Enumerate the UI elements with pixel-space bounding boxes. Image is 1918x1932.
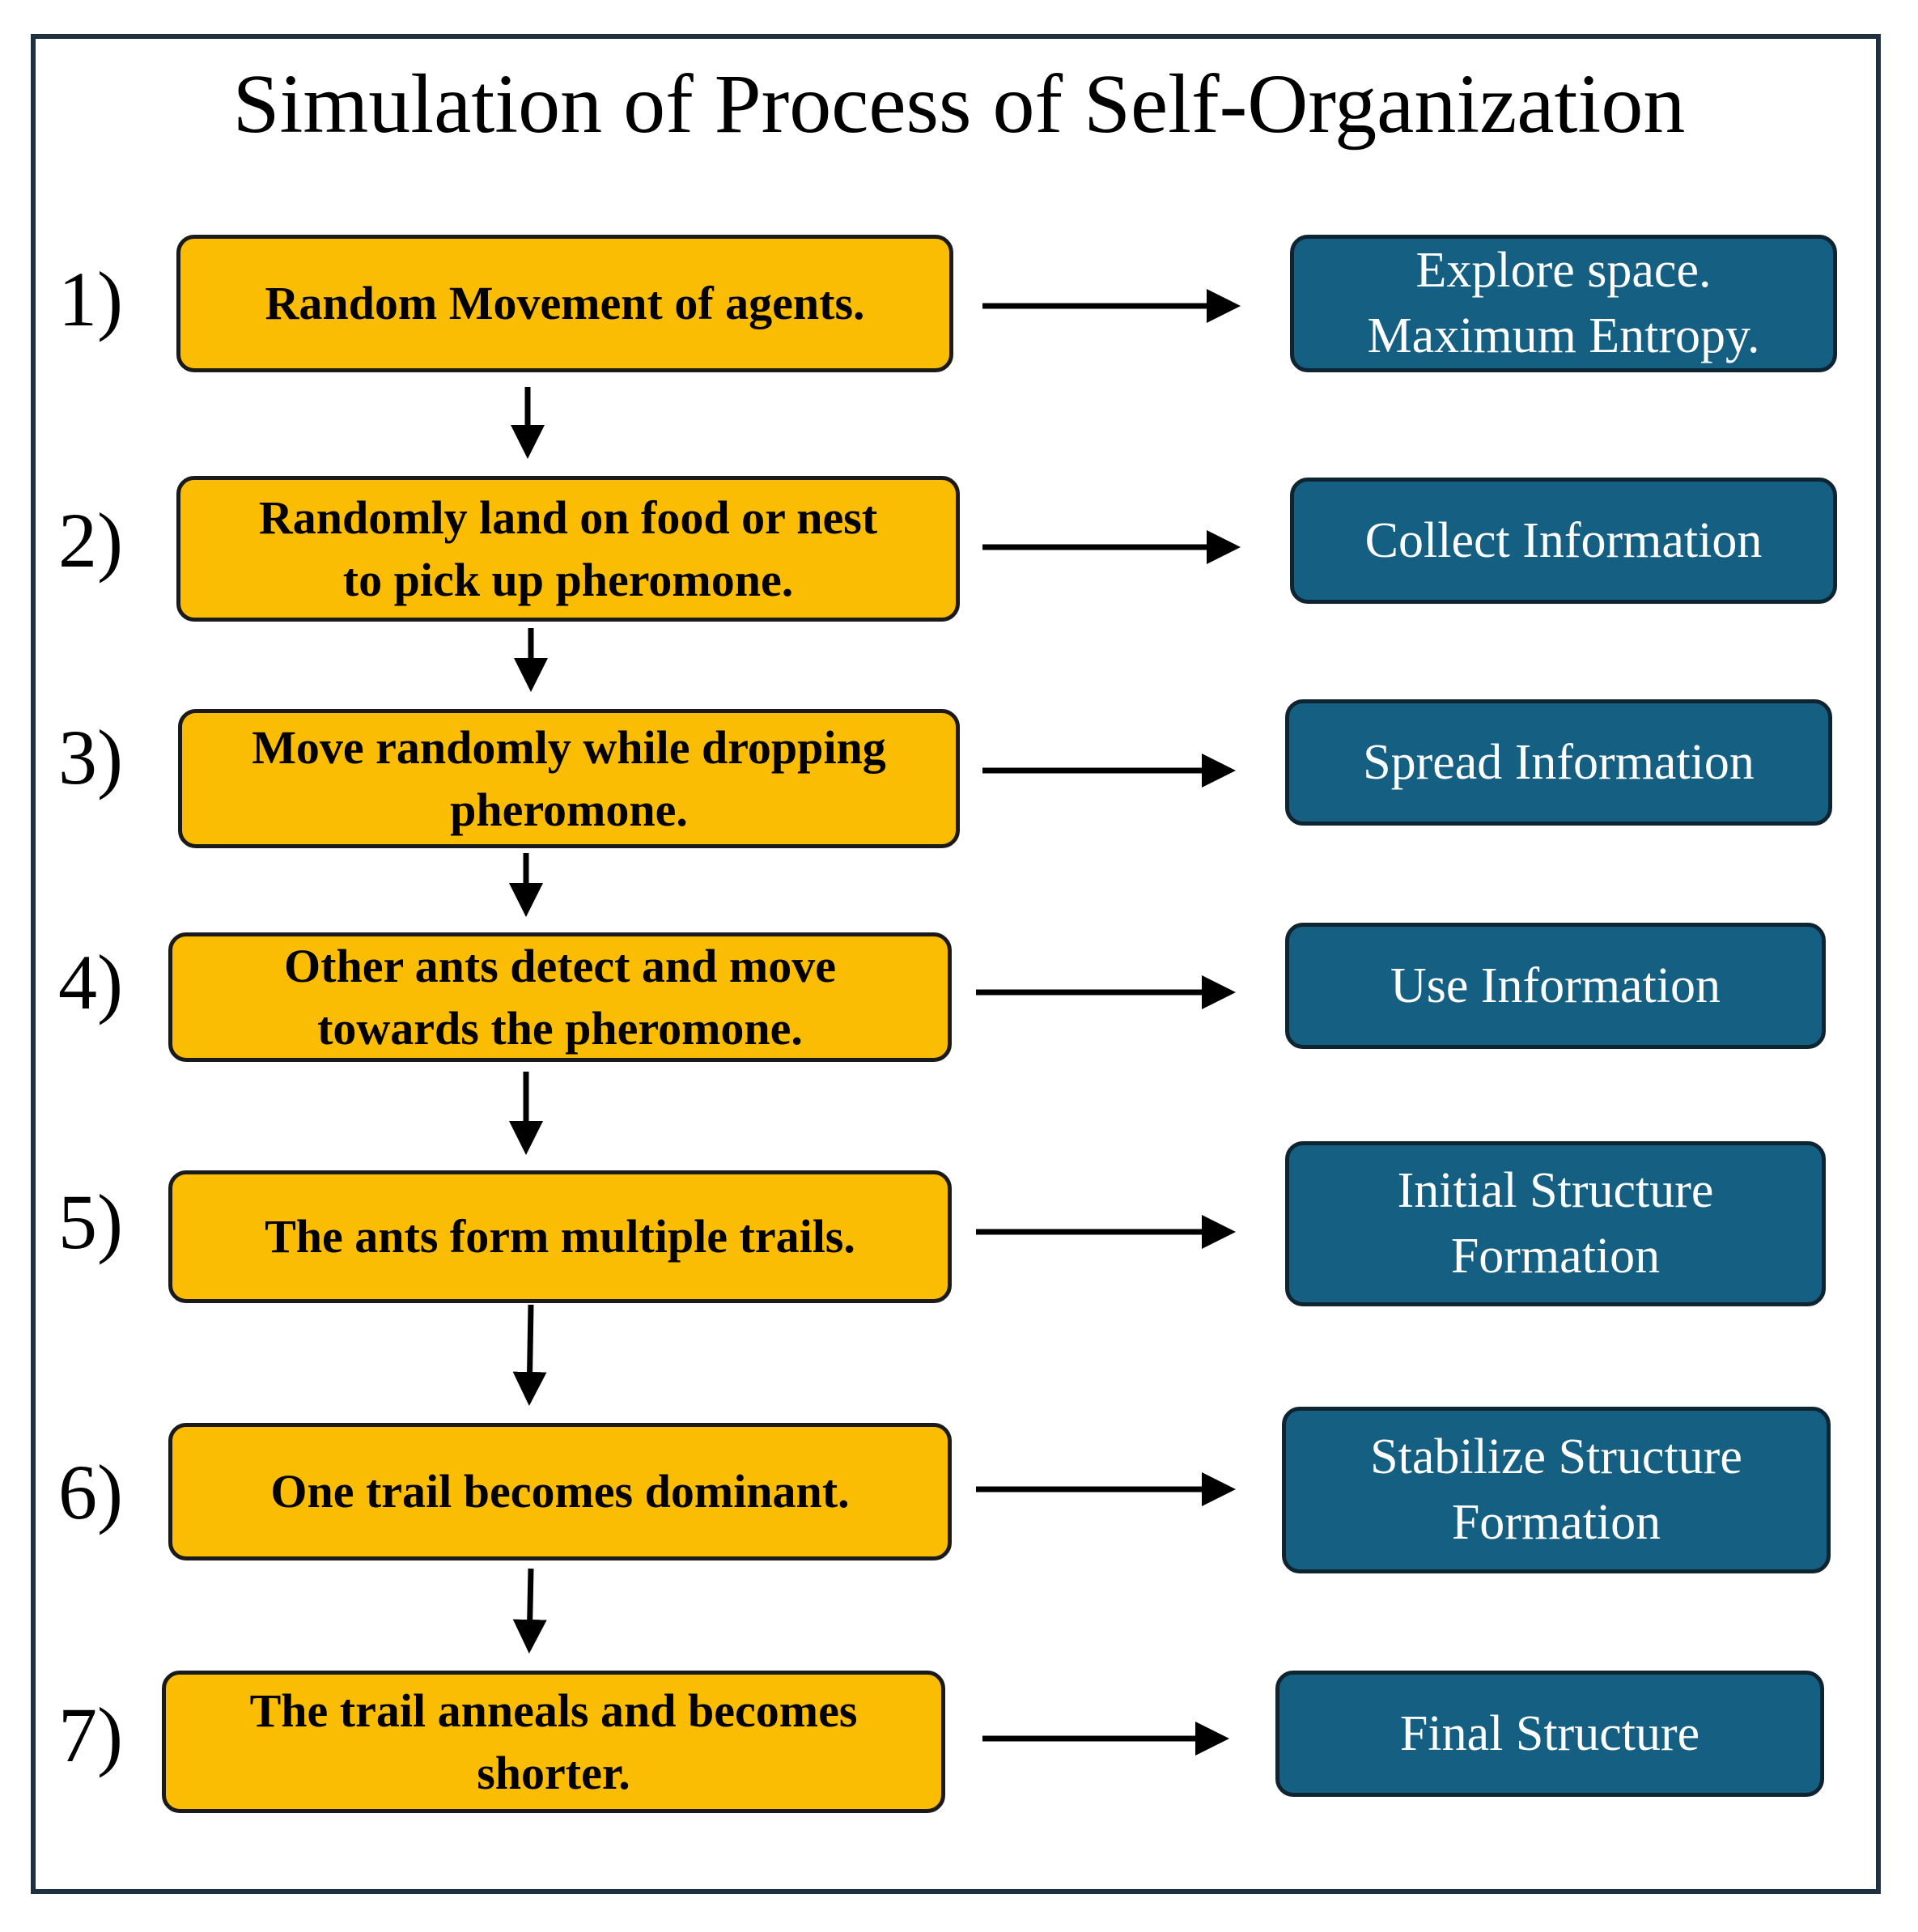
diagram-title: Simulation of Process of Self-Organizati… <box>232 57 1686 151</box>
outcome-3-line-1: Spread Information <box>1363 734 1755 790</box>
outcome-box-5: Initial Structure Formation <box>1285 1141 1826 1306</box>
step-7-line-2: shorter. <box>477 1747 630 1799</box>
outcome-1-line-1: Explore space. <box>1415 243 1712 299</box>
step-box-1: Random Movement of agents. <box>176 235 953 372</box>
outcome-box-2: Collect Information <box>1290 478 1837 604</box>
outcome-box-3: Spread Information <box>1285 699 1832 826</box>
step-number-7: 7) <box>58 1692 123 1778</box>
step-number-3: 3) <box>58 714 123 800</box>
step-5-line-1: The ants form multiple trails. <box>265 1210 855 1263</box>
outcome-box-4: Use Information <box>1285 923 1826 1049</box>
step-number-2: 2) <box>58 497 123 584</box>
step-box-5: The ants form multiple trails. <box>168 1170 952 1303</box>
diagram-frame <box>31 34 1881 1894</box>
step-6-line-1: One trail becomes dominant. <box>270 1465 850 1518</box>
step-2-line-1: Randomly land on food or nest <box>258 490 878 544</box>
arrow-step-5-to-6 <box>512 1304 547 1406</box>
step-3-line-1: Move randomly while dropping <box>252 720 886 774</box>
outcome-6-line-1: Stabilize Structure <box>1370 1429 1742 1485</box>
step-number-6: 6) <box>58 1449 123 1535</box>
step-box-2: Randomly land on food or nest to pick up… <box>176 476 960 622</box>
outcome-box-1: Explore space. Maximum Entropy. <box>1290 235 1837 372</box>
outcome-6-line-2: Formation <box>1451 1495 1661 1550</box>
outcome-4-line-1: Use Information <box>1390 958 1721 1013</box>
outcome-1-line-2: Maximum Entropy. <box>1367 308 1760 363</box>
outcome-box-7: Final Structure <box>1275 1671 1824 1797</box>
step-4-line-2: towards the pheromone. <box>317 1002 803 1055</box>
outcome-2-line-1: Collect Information <box>1364 512 1763 568</box>
arrow-step-6-to-7 <box>512 1568 547 1654</box>
outcome-5-line-1: Initial Structure <box>1397 1163 1714 1219</box>
step-number-5: 5) <box>58 1178 123 1265</box>
step-box-4: Other ants detect and move towards the p… <box>168 932 952 1062</box>
step-1-line-1: Random Movement of agents. <box>265 277 865 330</box>
step-2-line-2: to pick up pheromone. <box>342 554 794 606</box>
step-box-7: The trail anneals and becomes shorter. <box>162 1671 945 1813</box>
step-number-4: 4) <box>58 939 123 1025</box>
step-box-3: Move randomly while dropping pheromone. <box>178 709 960 848</box>
outcome-5-line-2: Formation <box>1450 1229 1661 1284</box>
step-3-line-2: pheromone. <box>450 783 688 836</box>
step-4-line-1: Other ants detect and move <box>284 939 836 992</box>
outcome-box-6: Stabilize Structure Formation <box>1282 1407 1831 1573</box>
step-number-1: 1) <box>58 256 123 342</box>
outcome-7-line-1: Final Structure <box>1399 1705 1700 1761</box>
step-7-line-1: The trail anneals and becomes <box>249 1684 858 1737</box>
step-box-6: One trail becomes dominant. <box>168 1423 952 1560</box>
